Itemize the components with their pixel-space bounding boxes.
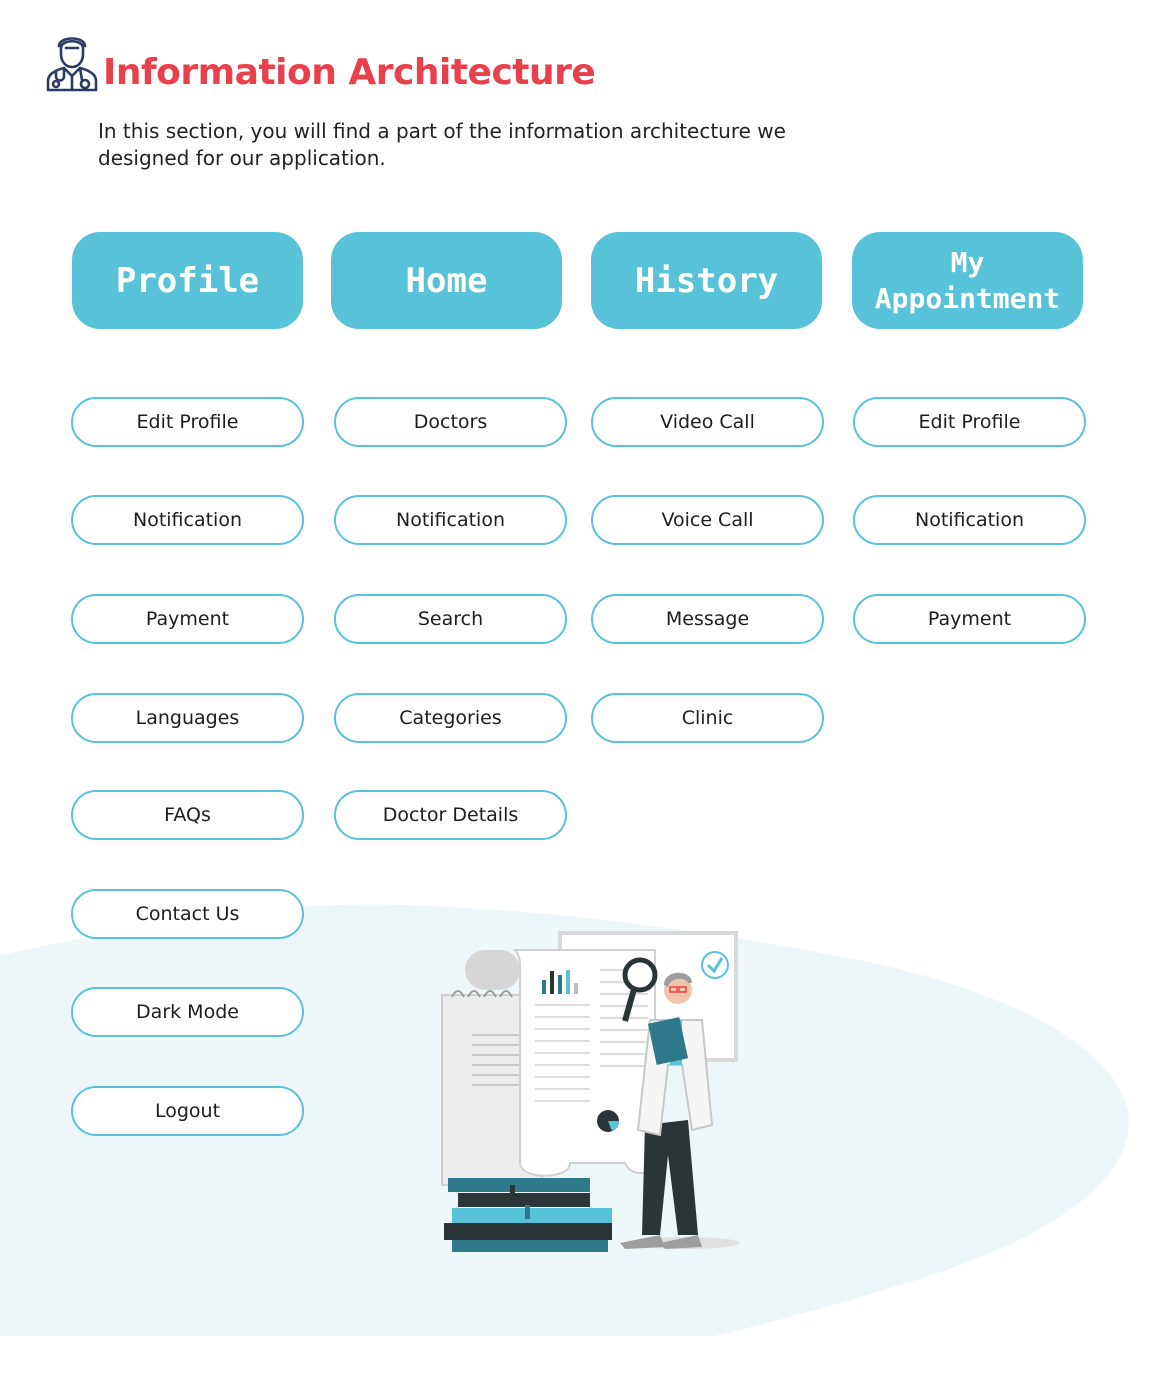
node-clinic: Clinic [591,693,824,743]
node-voice-call: Voice Call [591,495,824,545]
node-dark-mode: Dark Mode [71,987,304,1037]
node-payment: Payment [71,594,304,644]
node-faqs: FAQs [71,790,304,840]
node-notification: Notification [334,495,567,545]
node-categories: Categories [334,693,567,743]
node-edit-profile: Edit Profile [71,397,304,447]
node-doctor-details: Doctor Details [334,790,567,840]
node-edit-profile: Edit Profile [853,397,1086,447]
intro-text: In this section, you will find a part of… [98,119,786,170]
node-payment: Payment [853,594,1086,644]
node-logout: Logout [71,1086,304,1136]
node-notification: Notification [71,495,304,545]
node-video-call: Video Call [591,397,824,447]
column-header-my-appointment: My Appointment [852,232,1083,329]
node-message: Message [591,594,824,644]
column-header-history: History [591,232,822,329]
column-header-home: Home [331,232,562,329]
node-contact-us: Contact Us [71,889,304,939]
node-search: Search [334,594,567,644]
doctor-icon [44,32,100,94]
page-title: Information Architecture [103,52,596,93]
node-languages: Languages [71,693,304,743]
column-header-profile: Profile [72,232,303,329]
doctor-reviewing-documents-illustration [441,931,740,1252]
node-notification: Notification [853,495,1086,545]
node-doctors: Doctors [334,397,567,447]
